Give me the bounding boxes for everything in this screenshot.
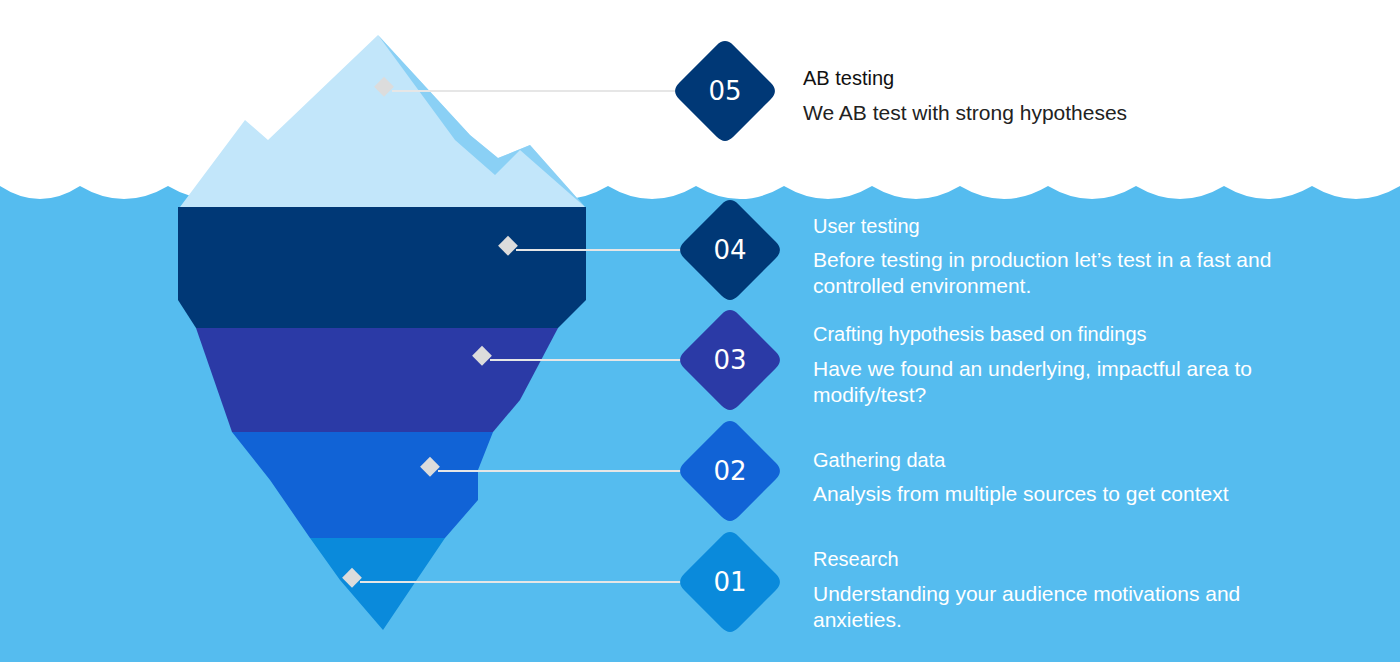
step-diamond: 02 [678, 419, 782, 523]
step-heading: Gathering data [813, 447, 1333, 473]
step-description: Understanding your audience motivations … [813, 581, 1333, 633]
step-description: Before testing in production let’s test … [813, 247, 1333, 299]
step-diamond: 01 [678, 530, 782, 634]
step-diamond: 04 [678, 198, 782, 302]
step-description: Have we found an underlying, impactful a… [813, 356, 1333, 408]
step-diamond: 03 [678, 308, 782, 412]
callout-number: 03 [678, 308, 782, 412]
leader-lines [360, 91, 682, 582]
step-description: We AB test with strong hypotheses [803, 100, 1323, 126]
step-heading: AB testing [803, 65, 1323, 91]
step-description: Analysis from multiple sources to get co… [813, 481, 1333, 507]
callout-number: 05 [673, 39, 777, 143]
leader-dots [342, 77, 518, 588]
iceberg-shade [378, 35, 585, 207]
iceberg-tip [180, 35, 585, 207]
iceberg-band [178, 207, 586, 328]
callout-number: 02 [678, 419, 782, 523]
callout-number: 04 [678, 198, 782, 302]
iceberg-band [232, 432, 493, 538]
iceberg-band [310, 538, 445, 630]
step-heading: Crafting hypothesis based on findings [813, 321, 1333, 347]
step-diamond: 05 [673, 39, 777, 143]
water [0, 182, 1400, 662]
step-heading: Research [813, 546, 1333, 572]
callout-number: 01 [678, 530, 782, 634]
step-heading: User testing [813, 213, 1333, 239]
iceberg-band [196, 328, 558, 432]
